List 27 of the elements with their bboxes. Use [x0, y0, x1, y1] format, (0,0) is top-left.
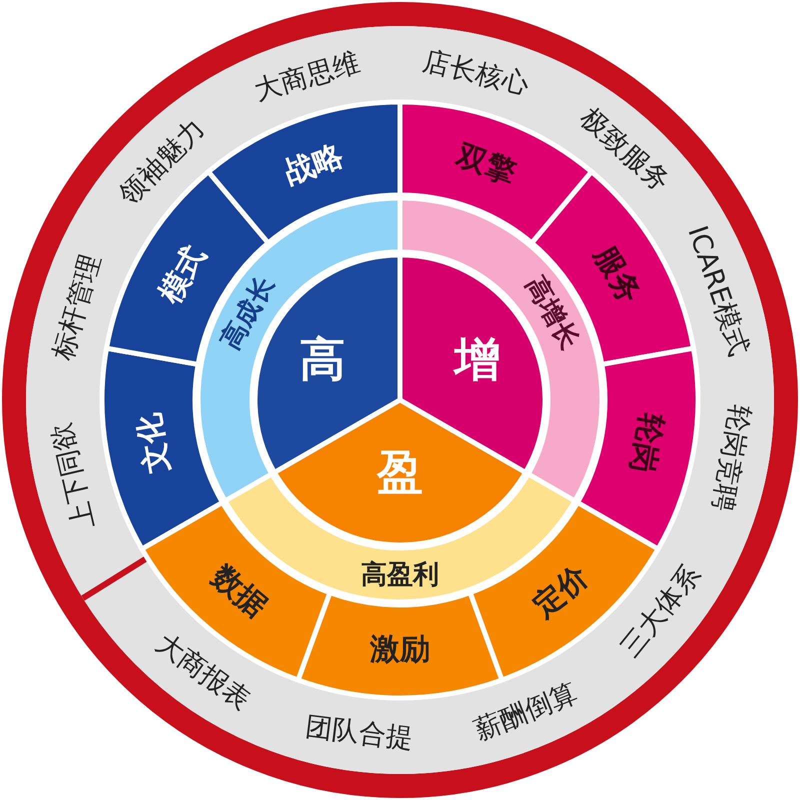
ring-text: 三大体系: [616, 560, 706, 662]
segment-label: 增: [454, 336, 501, 382]
segment-label: 数据: [206, 560, 272, 622]
segment-label: 服务: [588, 242, 644, 308]
segment-label: 高增长: [520, 272, 582, 353]
ring-text: 极致服务: [576, 104, 674, 196]
segment-label: 盈: [377, 449, 423, 495]
segment-label: 轮岗: [626, 411, 666, 476]
ring-text: 标杆管理: [49, 252, 105, 363]
ring-text: 上下同欲: [47, 420, 98, 532]
segment-label: 文化: [134, 411, 174, 476]
segment-label: 高: [299, 336, 346, 382]
segment-label: 高成长: [218, 272, 280, 353]
ring-text: ICARE模式: [682, 222, 752, 359]
segment-label: 战略: [281, 140, 348, 190]
segment-label: 模式: [156, 242, 212, 308]
ring-text: 领袖魅力: [114, 114, 210, 210]
ring-text: 轮岗竞聘: [708, 402, 754, 514]
ring-text: 团队合提: [304, 714, 414, 754]
ring-text: 大商报表: [150, 629, 254, 714]
segment-label: 定价: [528, 560, 594, 622]
segment-label: 双擎: [452, 140, 519, 190]
segment-label: 激励: [370, 635, 430, 665]
ring-text: 大商思维: [252, 49, 363, 105]
ring-text: 薪酬倒算: [470, 678, 581, 744]
segment-label: 高盈利: [361, 562, 439, 588]
ring-text: 店长核心: [420, 47, 532, 98]
